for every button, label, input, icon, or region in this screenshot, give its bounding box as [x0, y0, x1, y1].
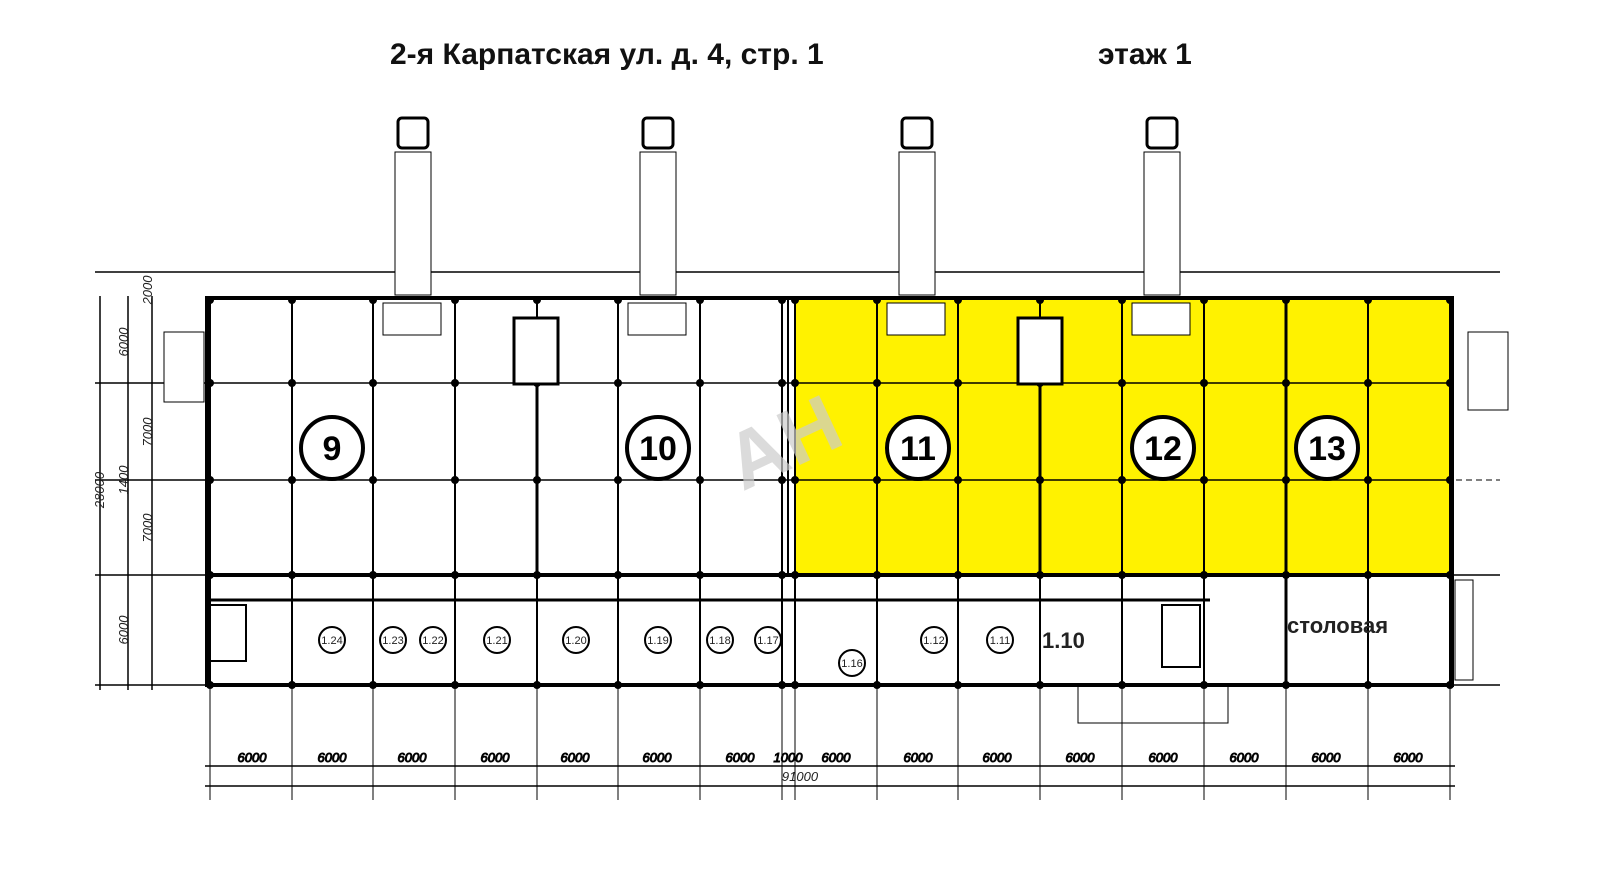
bottom-dim: 6000 [1230, 750, 1260, 765]
room-1-17[interactable]: 1.17 [754, 626, 782, 654]
unit-10[interactable]: 10 [625, 415, 691, 481]
address-title: 2-я Карпатская ул. д. 4, стр. 1 [390, 38, 824, 71]
room-1-21[interactable]: 1.21 [483, 626, 511, 654]
svg-text:1.21: 1.21 [486, 635, 507, 647]
bottom-dim: 6000 [983, 750, 1013, 765]
ventilation-chimney [886, 116, 946, 336]
svg-text:13: 13 [1308, 430, 1346, 468]
svg-text:1.11: 1.11 [990, 635, 1011, 647]
dim-mid: 1400 [116, 465, 131, 495]
stair-icon [1161, 604, 1201, 668]
svg-text:1.20: 1.20 [565, 635, 586, 647]
svg-text:1.22: 1.22 [422, 635, 443, 647]
floor-title: этаж 1 [1098, 38, 1192, 71]
svg-text:1.18: 1.18 [709, 635, 730, 647]
stair-icon [163, 331, 205, 403]
room-1-11[interactable]: 1.11 [986, 626, 1014, 654]
bottom-dim: 6000 [398, 750, 428, 765]
bottom-dim: 6000 [318, 750, 348, 765]
ventilation-chimney [1131, 116, 1191, 336]
svg-text:1.24: 1.24 [321, 635, 342, 647]
dim-row1: 6000 [116, 327, 131, 357]
unit-13[interactable]: 13 [1294, 415, 1360, 481]
svg-text:9: 9 [323, 430, 342, 468]
svg-text:1.23: 1.23 [382, 635, 403, 647]
dim-row2a: 7000 [140, 417, 155, 447]
bottom-dim: 6000 [1312, 750, 1342, 765]
office-block-outline [205, 573, 1454, 687]
stair-icon [1467, 331, 1509, 411]
bottom-dim: 6000 [643, 750, 673, 765]
room-1-18[interactable]: 1.18 [706, 626, 734, 654]
dim-row2b: 7000 [140, 513, 155, 543]
room-1-12[interactable]: 1.12 [920, 626, 948, 654]
bottom-dim: 1000 [774, 750, 804, 765]
room-1-20[interactable]: 1.20 [562, 626, 590, 654]
dim-total-depth: 28000 [92, 471, 107, 509]
bottom-dim: 6000 [561, 750, 591, 765]
svg-text:1.17: 1.17 [757, 635, 778, 647]
svg-text:12: 12 [1144, 430, 1182, 468]
room-1-22[interactable]: 1.22 [419, 626, 447, 654]
unit-11[interactable]: 11 [885, 415, 951, 481]
room-1-16[interactable]: 1.16 [838, 649, 866, 677]
unit-12[interactable]: 12 [1130, 415, 1196, 481]
room-1-23[interactable]: 1.23 [379, 626, 407, 654]
unit-9[interactable]: 9 [299, 415, 365, 481]
stair-icon [512, 316, 560, 386]
bottom-dim: 6000 [1394, 750, 1424, 765]
bottom-dim: 6000 [1066, 750, 1096, 765]
bottom-dim: 6000 [481, 750, 511, 765]
dim-top: 2000 [140, 275, 155, 306]
ventilation-chimney [627, 116, 687, 336]
bottom-dim: 6000 [1149, 750, 1179, 765]
canopy [1077, 684, 1229, 724]
bottom-dim: 6000 [822, 750, 852, 765]
room-1-19[interactable]: 1.19 [644, 626, 672, 654]
ventilation-chimney [382, 116, 442, 336]
room-1-24[interactable]: 1.24 [318, 626, 346, 654]
svg-text:1.16: 1.16 [841, 658, 862, 670]
stair-icon [1454, 579, 1474, 681]
bottom-dim: 6000 [726, 750, 756, 765]
canteen-label: столовая [1287, 613, 1388, 638]
stair-icon [1016, 316, 1064, 386]
bottom-dim: 6000 [904, 750, 934, 765]
room-1-10: 1.10 [1042, 628, 1085, 653]
total-width-dim: 91000 [782, 769, 819, 784]
stair-icon [209, 604, 247, 662]
svg-text:1.12: 1.12 [923, 635, 944, 647]
dim-office: 6000 [116, 615, 131, 645]
svg-text:1.19: 1.19 [647, 635, 668, 647]
svg-text:10: 10 [639, 430, 677, 468]
svg-text:11: 11 [900, 430, 936, 468]
bottom-dim: 6000 [238, 750, 268, 765]
